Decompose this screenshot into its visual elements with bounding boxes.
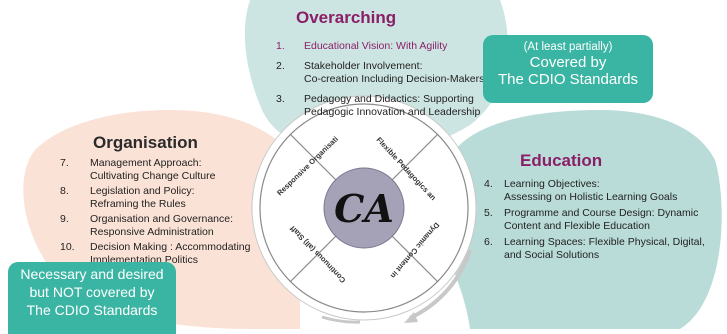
list-item: 4. Learning Objectives:Assessing on Holi…	[484, 178, 678, 203]
list-item: 8. Legislation and Policy:Reframing the …	[60, 185, 195, 210]
education-region	[428, 110, 722, 329]
overarching-list: 1. Educational Vision: With Agility 2. S…	[276, 40, 506, 119]
list-item: 7. Management Approach:Cultivating Chang…	[60, 157, 216, 182]
wheel	[251, 95, 477, 324]
not-covered-by-cdio-box: Necessary and desired but NOT covered by…	[8, 262, 176, 334]
organisation-title: Organisation	[93, 133, 198, 152]
list-item: 2. Stakeholder Involvement:Co-creation I…	[276, 60, 485, 85]
covered-by-cdio-box: (At least partially) Covered by The CDIO…	[483, 35, 653, 103]
organisation-list: 7. Management Approach:Cultivating Chang…	[60, 157, 290, 267]
ca-logo: CA	[334, 186, 394, 231]
center-disc	[323, 167, 405, 249]
education-list: 4. Learning Objectives:Assessing on Holi…	[484, 178, 724, 262]
list-item: 6. Learning Spaces: Flexible Physical, D…	[484, 236, 705, 261]
overarching-title: Overarching	[296, 8, 397, 27]
education-title: Education	[520, 151, 603, 170]
list-item: 9. Organisation and Governance:Responsiv…	[60, 213, 234, 238]
cycle-arrow-icon	[409, 249, 472, 320]
list-item: 1. Educational Vision: With Agility	[276, 40, 448, 52]
